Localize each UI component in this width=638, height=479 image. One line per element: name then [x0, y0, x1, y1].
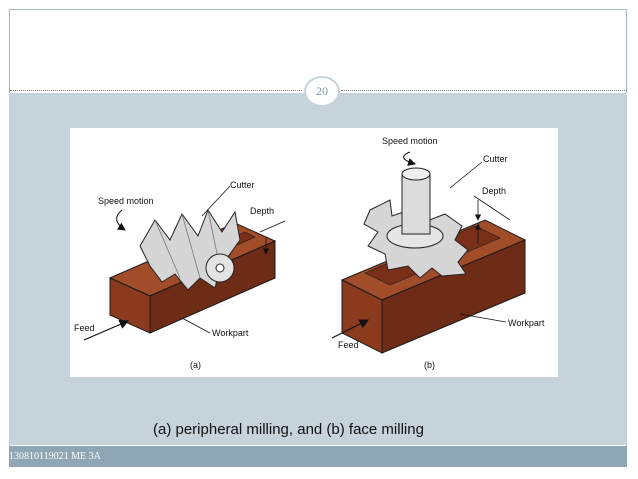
footer-text: 130810119021 ME 3A: [9, 451, 101, 462]
footer-bar: [9, 446, 627, 467]
page-number-badge: 20: [304, 76, 340, 107]
feed-label-b: Feed: [338, 340, 359, 350]
page-number: 20: [316, 84, 328, 98]
workpart-label-a: Workpart: [212, 328, 249, 338]
cutter-label-a: Cutter: [230, 180, 255, 190]
panel-a: Speed motion Cutter Depth Feed Workpart …: [74, 180, 286, 370]
cutter-label-b: Cutter: [483, 154, 508, 164]
milling-diagram: Speed motion Cutter Depth Feed Workpart …: [74, 136, 545, 370]
header-rule-left: [10, 90, 302, 91]
panel-label-b: (b): [424, 360, 435, 370]
cutter-a: [139, 208, 241, 291]
depth-label-a: Depth: [250, 206, 274, 216]
speed-label-a: Speed motion: [98, 196, 154, 206]
workpart-label-b: Workpart: [508, 318, 545, 328]
panel-b: Speed motion Cutter Depth Feed Workpart …: [331, 136, 545, 370]
figure-caption: (a) peripheral milling, and (b) face mil…: [153, 421, 424, 438]
workpart-a-side: [109, 277, 151, 334]
feed-label-a: Feed: [74, 323, 95, 333]
speed-label-b: Speed motion: [382, 136, 438, 146]
header-rule-right: [341, 90, 627, 91]
cutter-b: [363, 167, 469, 279]
panel-label-a: (a): [190, 360, 201, 370]
workpart-b-side: [341, 279, 383, 354]
depth-label-b: Depth: [482, 186, 506, 196]
milling-figure: Speed motion Cutter Depth Feed Workpart …: [70, 128, 558, 377]
